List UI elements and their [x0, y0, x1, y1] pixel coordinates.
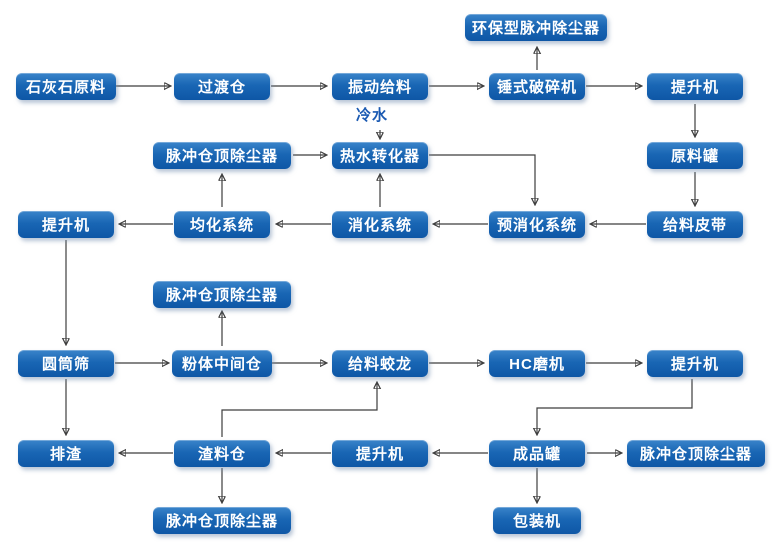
node-bucket-elevator-3: 提升机: [647, 350, 743, 377]
node-bucket-elevator-1: 提升机: [647, 73, 743, 100]
node-bucket-elevator-4: 提升机: [332, 440, 428, 467]
cold-water-label: 冷水: [356, 107, 389, 124]
node-rotary-screen: 圆筒筛: [18, 350, 114, 377]
node-hc-mill: HC磨机: [489, 350, 585, 377]
node-hammer-crusher: 锤式破碎机: [489, 73, 585, 100]
node-packing-machine: 包装机: [493, 507, 581, 534]
node-silo-top-dust-collector-1: 脉冲仓顶除尘器: [153, 142, 291, 169]
node-feeding-belt: 给料皮带: [647, 211, 743, 238]
connector-hot-water-converter-to-pre-digestion: [429, 154, 535, 204]
node-digestion-system: 消化系统: [332, 211, 428, 238]
node-env-pulse-dust-collector: 环保型脉冲除尘器: [465, 14, 607, 41]
node-transition-bin: 过渡仓: [174, 73, 270, 100]
node-vibrating-feeder: 振动给料: [332, 73, 428, 100]
node-silo-top-dust-collector-2: 脉冲仓顶除尘器: [153, 281, 291, 308]
node-silo-top-dust-collector-4: 脉冲仓顶除尘器: [153, 507, 291, 534]
node-silo-top-dust-collector-3: 脉冲仓顶除尘器: [627, 440, 765, 467]
connectors: [66, 48, 695, 502]
node-limestone-raw-material: 石灰石原料: [16, 73, 116, 100]
node-slag-bin: 渣料仓: [174, 440, 270, 467]
connector-slag-bin-to-feeding-screw: [221, 383, 377, 437]
node-powder-intermediate-bin: 粉体中间仓: [172, 350, 272, 377]
node-pre-digestion-system: 预消化系统: [489, 211, 585, 238]
node-slag-discharge: 排渣: [18, 440, 114, 467]
connector-bucket-elevator-3-to-finished-tank: [537, 379, 693, 434]
node-homogenization-system: 均化系统: [174, 211, 270, 238]
node-feeding-screw-conveyor: 给料蛟龙: [332, 350, 428, 377]
node-bucket-elevator-2: 提升机: [18, 211, 114, 238]
node-hot-water-converter: 热水转化器: [332, 142, 428, 169]
node-finished-product-tank: 成品罐: [489, 440, 585, 467]
node-raw-material-tank: 原料罐: [647, 142, 743, 169]
